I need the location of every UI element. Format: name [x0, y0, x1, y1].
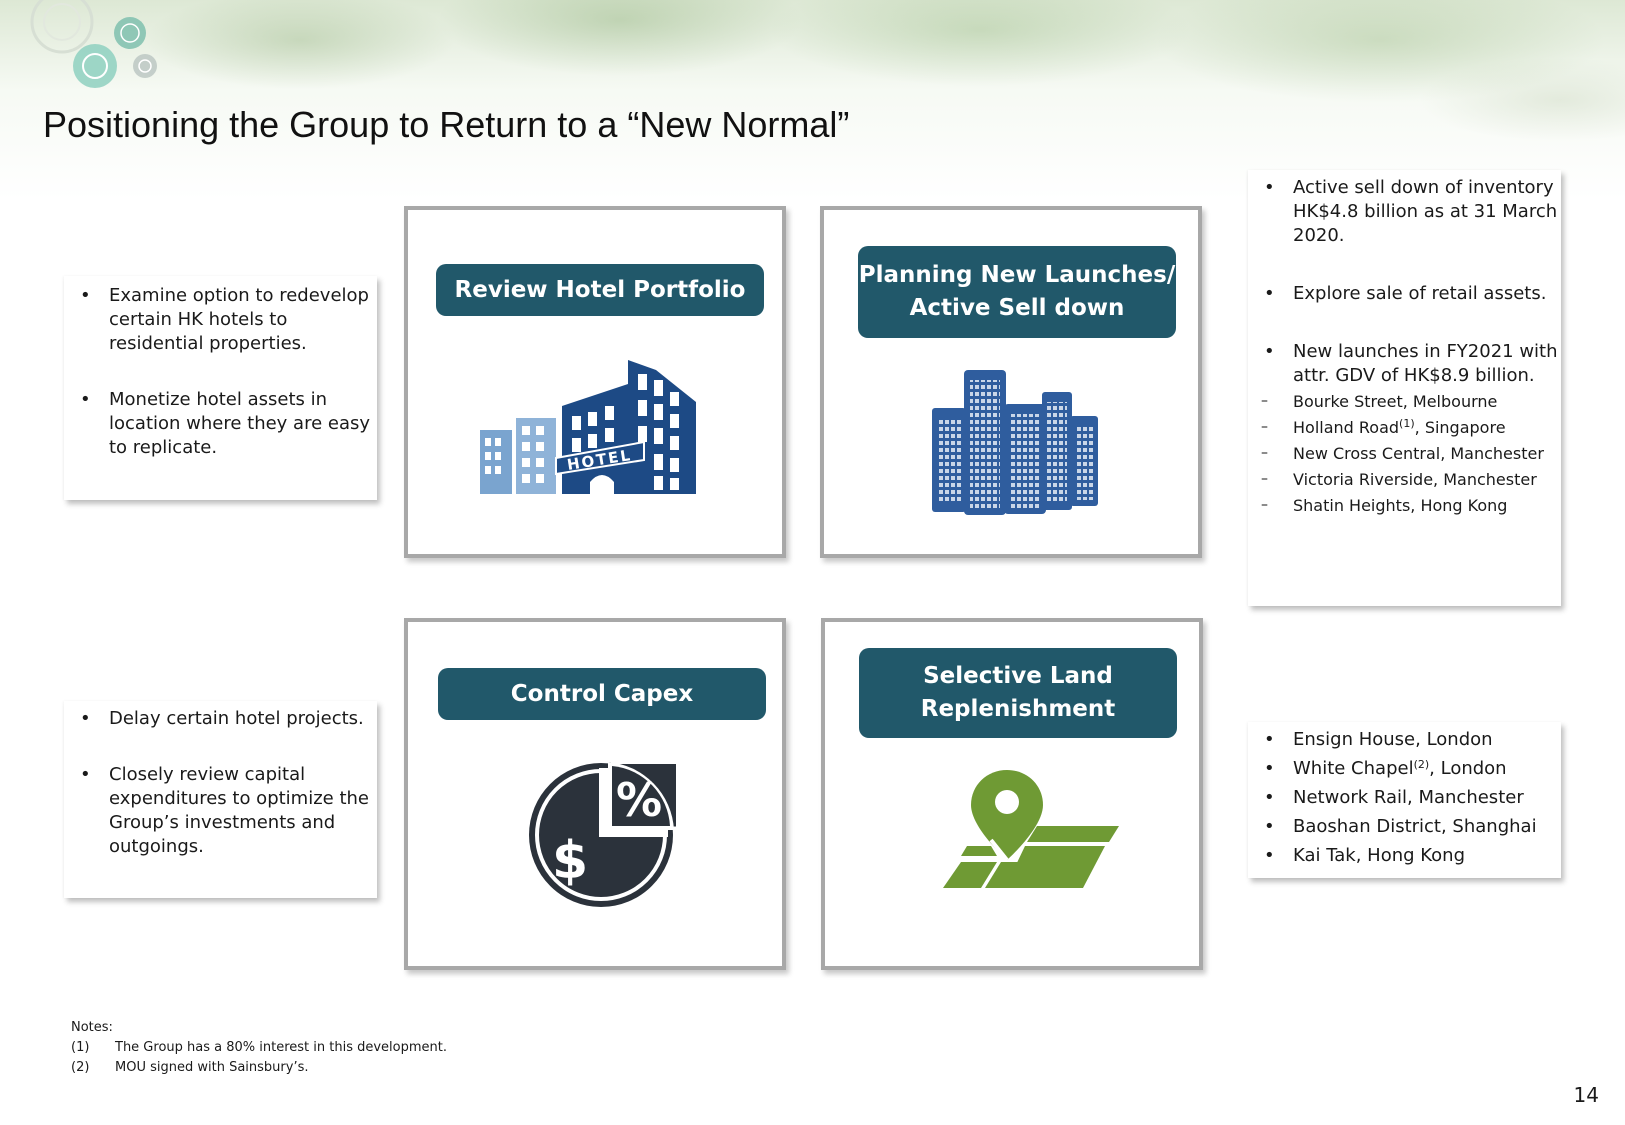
control-capex-panel: Control Capex % $ — [404, 618, 786, 970]
footnote-number: (1) — [71, 1040, 90, 1055]
footnote-number: (2) — [71, 1060, 90, 1075]
footnotes: Notes: (1) The Group has a 80% interest … — [71, 1018, 447, 1078]
hotel-notes-box: Examine option to redevelop certain HK h… — [64, 276, 377, 500]
land-replenishment-panel: Selective Land Replenishment — [821, 618, 1203, 970]
launches-note-item: Explore sale of retail assets. — [1248, 282, 1561, 306]
review-hotel-panel: Review Hotel Portfolio HOTEL — [404, 206, 786, 558]
footnote-text: The Group has a 80% interest in this dev… — [115, 1040, 447, 1055]
hotel-note-item: Monetize hotel assets in location where … — [64, 388, 377, 460]
tree-logo-decoration — [30, 0, 157, 88]
map-pin-land-icon — [943, 770, 1119, 888]
launch-project-item: Victoria Riverside, Manchester — [1248, 469, 1561, 490]
footnote-text: MOU signed with Sainsbury’s. — [115, 1060, 309, 1075]
footnotes-heading: Notes: — [71, 1020, 113, 1035]
capex-note-item: Delay certain hotel projects. — [64, 707, 377, 731]
launch-project-item: New Cross Central, Manchester — [1248, 443, 1561, 464]
svg-text:$: $ — [552, 831, 588, 891]
page-title: Positioning the Group to Return to a “Ne… — [43, 104, 850, 145]
svg-text:%: % — [616, 773, 662, 827]
review-hotel-header: Review Hotel Portfolio — [436, 264, 764, 316]
city-skyscrapers-icon — [932, 370, 1098, 515]
land-notes-box: Ensign House, London White Chapel(2), Lo… — [1248, 722, 1561, 878]
new-launches-header: Planning New Launches/ Active Sell down — [858, 246, 1176, 338]
footnote-row: (1) The Group has a 80% interest in this… — [71, 1038, 447, 1058]
hotel-note-item: Examine option to redevelop certain HK h… — [64, 284, 377, 356]
launches-note-item: Active sell down of inventory HK$4.8 bil… — [1248, 176, 1561, 248]
launches-notes-box: Active sell down of inventory HK$4.8 bil… — [1248, 170, 1561, 606]
land-replenishment-header: Selective Land Replenishment — [859, 648, 1177, 738]
control-capex-header: Control Capex — [438, 668, 766, 720]
land-site-item: Baoshan District, Shanghai — [1248, 815, 1561, 839]
land-site-item: Network Rail, Manchester — [1248, 786, 1561, 810]
capex-note-item: Closely review capital expenditures to o… — [64, 763, 377, 859]
launch-project-item: Shatin Heights, Hong Kong — [1248, 495, 1561, 516]
footnote-row: (2) MOU signed with Sainsbury’s. — [71, 1058, 447, 1078]
new-launches-panel: Planning New Launches/ Active Sell down — [820, 206, 1202, 558]
hotel-building-icon: HOTEL — [480, 360, 696, 494]
land-site-item: Ensign House, London — [1248, 728, 1561, 752]
land-site-item: Kai Tak, Hong Kong — [1248, 844, 1561, 868]
land-site-item: White Chapel(2), London — [1248, 757, 1561, 781]
launch-project-item: Bourke Street, Melbourne — [1248, 391, 1561, 412]
page-number: 14 — [1573, 1083, 1599, 1107]
dollar-percent-pie-icon: % $ — [529, 762, 676, 907]
launches-note-item: New launches in FY2021 with attr. GDV of… — [1248, 340, 1561, 388]
launch-project-item: Holland Road(1), Singapore — [1248, 417, 1561, 438]
capex-notes-box: Delay certain hotel projects. Closely re… — [64, 701, 377, 898]
header-foliage-background — [0, 0, 1625, 200]
